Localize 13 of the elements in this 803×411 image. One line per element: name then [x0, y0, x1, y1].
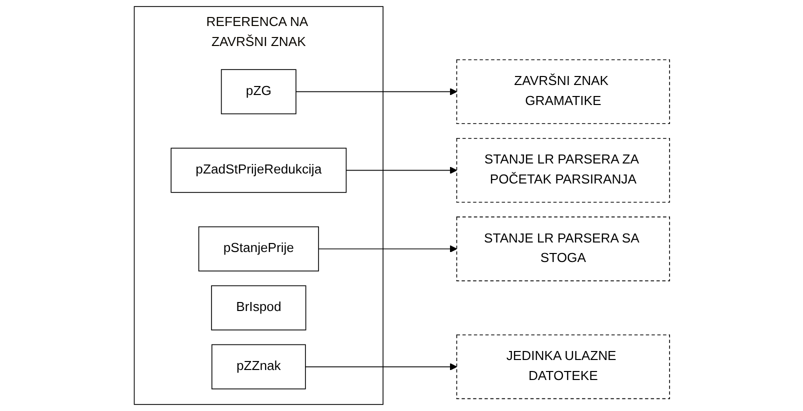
node-box: ZAVRŠNI ZNAK GRAMATIKE [456, 59, 670, 124]
node-box: STANJE LR PARSERA ZA POČETAK PARSIRANJA [456, 138, 670, 203]
node-box: pZadStPrijeRedukcija [170, 148, 346, 193]
arrow [345, 166, 457, 174]
arrow [318, 245, 457, 252]
node-box: pZG [220, 69, 296, 114]
node-box: pStanjePrije [198, 226, 318, 272]
node-box: STANJE LR PARSERA SA STOGA [456, 216, 670, 282]
node-box: JEDINKA ULAZNE DATOTEKE [456, 334, 670, 400]
arrow [295, 88, 457, 96]
node-box: BrIspod [210, 285, 306, 330]
node-box: pZZnak [211, 344, 306, 390]
arrow [304, 363, 457, 370]
